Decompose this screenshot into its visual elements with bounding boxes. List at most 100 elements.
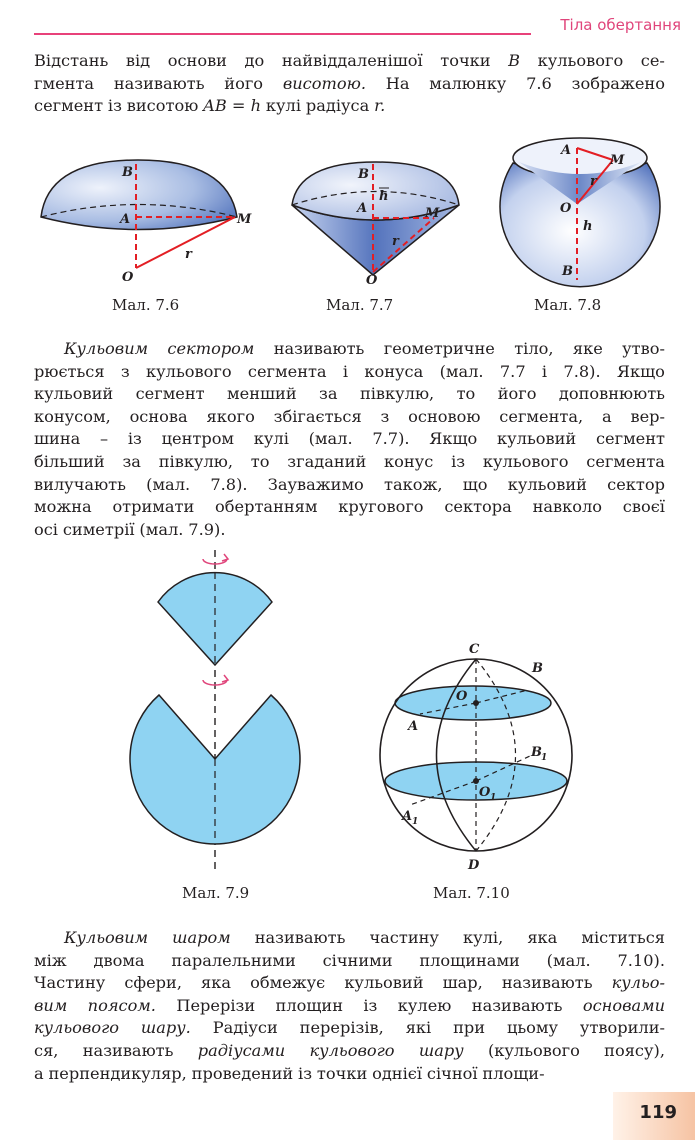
label-A: A xyxy=(118,212,130,227)
word: тіло, xyxy=(514,339,554,358)
word: утво- xyxy=(622,339,665,358)
word: Відстань xyxy=(34,51,109,70)
word: шару xyxy=(418,1040,464,1060)
word: кульовий xyxy=(507,474,587,494)
word: шина xyxy=(34,429,81,449)
word: січної xyxy=(426,1063,478,1083)
word: доповнюють xyxy=(558,384,665,404)
word: кульовий xyxy=(34,384,114,404)
label-A: A xyxy=(355,201,367,216)
word: можна xyxy=(34,497,92,517)
word: точки xyxy=(316,1063,368,1083)
word: (мал. xyxy=(146,474,191,494)
word: до xyxy=(244,51,265,70)
word: конус xyxy=(384,451,434,471)
word: кульовий xyxy=(344,973,424,993)
label-B1-sub: 1 xyxy=(541,753,547,763)
label-B: B xyxy=(531,661,543,676)
word: (мал. xyxy=(546,950,591,970)
word: згаданий xyxy=(287,451,367,471)
word: кульового xyxy=(146,361,232,381)
word: сегмента, xyxy=(499,406,584,426)
word: центром xyxy=(161,429,235,449)
word: збігається xyxy=(273,406,362,426)
label-C: C xyxy=(469,642,480,657)
word: Кульовим xyxy=(64,339,149,358)
word: із xyxy=(298,1063,313,1083)
word: (мал. xyxy=(308,429,353,449)
word: 7.10). xyxy=(617,950,665,970)
word: міститься xyxy=(581,928,665,947)
word: зображено xyxy=(571,73,665,93)
word: які xyxy=(405,1018,432,1038)
word: кругового xyxy=(338,497,424,517)
word: вер- xyxy=(630,406,665,426)
word: ся, xyxy=(34,1040,59,1060)
label-A1-sub: 1 xyxy=(412,817,418,827)
meridian-front xyxy=(435,658,477,852)
word: осі xyxy=(34,519,58,539)
label-O: O xyxy=(366,273,378,288)
page-number-box xyxy=(613,1092,695,1140)
word: 7.7). xyxy=(372,429,410,449)
word: конусом, xyxy=(34,406,111,426)
label-h: h xyxy=(583,219,592,234)
word: сфери, xyxy=(124,973,182,993)
word: із xyxy=(127,429,142,449)
word: цьому xyxy=(506,1018,559,1038)
label-O1-sub: 1 xyxy=(490,793,496,803)
figure-7-9 xyxy=(129,550,301,870)
word: навколо xyxy=(532,497,603,517)
word: точки xyxy=(440,51,491,70)
word: паралельними xyxy=(171,950,296,970)
word: висотою. xyxy=(282,73,366,93)
word: радіуса xyxy=(305,96,370,116)
word: то xyxy=(250,451,270,471)
word: утворили- xyxy=(579,1018,665,1038)
label-A: A xyxy=(559,143,571,158)
word: B xyxy=(508,51,521,70)
word: із xyxy=(451,451,466,471)
word: сектора xyxy=(444,497,512,517)
label-h: h xyxy=(379,189,388,204)
word: із xyxy=(363,995,378,1015)
word: конуса xyxy=(364,361,424,381)
word: Кульовим xyxy=(64,928,149,947)
word: Перерізи xyxy=(176,995,256,1015)
word: менший xyxy=(227,384,297,404)
word: площинами xyxy=(419,950,520,970)
section-title: Тіла обертання xyxy=(560,16,681,34)
figure-7-7: B h A M O r xyxy=(291,161,460,288)
word: півкулю, xyxy=(359,384,435,404)
label-O: O xyxy=(560,201,572,216)
word: півкулю, xyxy=(158,451,233,471)
word: геометричне xyxy=(383,339,495,358)
word: гмента xyxy=(34,73,95,93)
caption-fig-7-7: Мал. 7.7 xyxy=(326,296,394,314)
word: (мал. xyxy=(439,361,484,381)
word: симетрії xyxy=(62,519,135,539)
word: із xyxy=(107,96,122,116)
figure-7-10: C B O A B 1 O 1 A 1 D xyxy=(379,642,573,873)
word: кульовий xyxy=(497,429,577,449)
word: а xyxy=(601,406,612,426)
word: AB = h xyxy=(203,96,262,116)
word: поясу), xyxy=(604,1040,665,1060)
word: шару. xyxy=(140,1018,191,1038)
word: 7.8). xyxy=(210,474,248,494)
word: площи- xyxy=(482,1063,545,1083)
label-M: M xyxy=(424,206,440,221)
word: 7.8). xyxy=(563,361,601,381)
figure-7-8: A M r O h B xyxy=(499,137,661,288)
label-r: r xyxy=(590,174,598,189)
word: кульового xyxy=(34,1018,120,1038)
word: своєї xyxy=(622,497,665,517)
word: кулею xyxy=(397,995,452,1015)
